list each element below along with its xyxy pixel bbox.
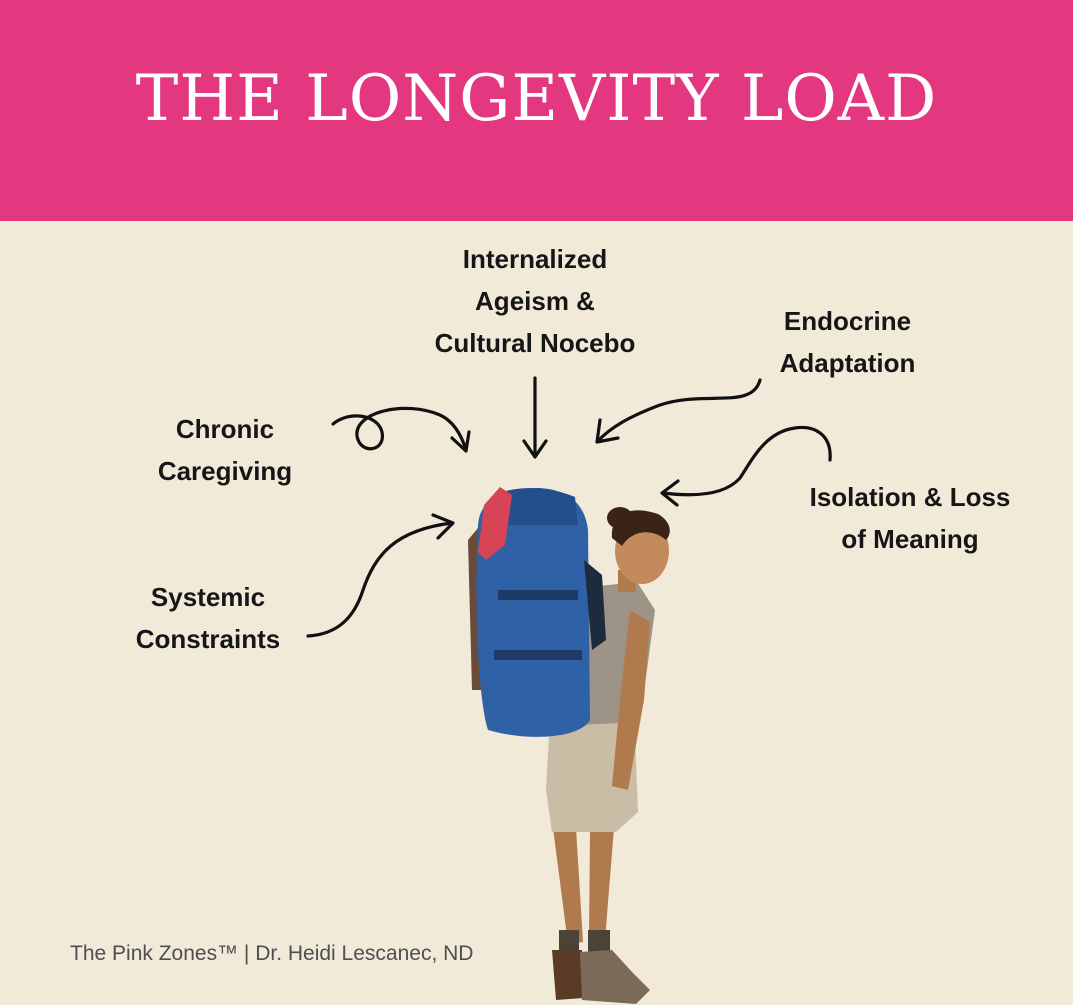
hiker-left-boot — [552, 950, 584, 1000]
hiker-hair-bun — [607, 507, 633, 529]
label-isolation-loss-of-meaning: Isolation & Loss of Meaning — [790, 476, 1030, 560]
arrowhead-endocrine — [595, 418, 620, 444]
label-chronic-caregiving: Chronic Caregiving — [135, 408, 315, 492]
label-systemic-constraints: Systemic Constraints — [118, 576, 298, 660]
label-line: Cultural Nocebo — [434, 328, 636, 358]
label-line: Caregiving — [157, 456, 293, 486]
label-internalized-ageism: Internalized Ageism & Cultural Nocebo — [405, 238, 665, 364]
label-line: Ageism & — [475, 286, 595, 316]
label-line: Constraints — [135, 624, 281, 654]
arrowhead-ageism — [522, 439, 548, 459]
hiker-shorts — [546, 712, 638, 832]
arrow-isolation — [661, 425, 832, 497]
label-line: Endocrine — [783, 306, 912, 336]
backpack-shoulder-strap — [584, 560, 606, 650]
hiker-left-leg — [553, 828, 583, 944]
hiker-arm — [612, 610, 650, 790]
hiker-right-leg — [589, 828, 614, 940]
backpack-body — [476, 488, 590, 737]
arrowhead-caregiving — [450, 430, 471, 453]
backpack-strap — [494, 650, 582, 660]
arrow-systemic — [306, 521, 454, 638]
label-line: Systemic — [150, 582, 266, 612]
label-line: Internalized — [462, 244, 608, 274]
arrowhead-isolation — [660, 479, 680, 507]
title-banner — [0, 0, 1073, 221]
label-line: Isolation & Loss — [809, 482, 1011, 512]
arrowhead-systemic — [431, 513, 455, 540]
arrow-caregiving — [331, 406, 468, 452]
arrow-endocrine — [596, 378, 762, 443]
hiker-left-sock — [559, 930, 579, 956]
footer-credit: The Pink Zones™ | Dr. Heidi Lescanec, ND — [70, 942, 474, 965]
backpack-top-lid — [490, 488, 578, 525]
backpack-red-item — [478, 487, 512, 560]
hiker-right-sock — [588, 930, 610, 956]
label-line: Chronic — [175, 414, 275, 444]
label-line: Adaptation — [779, 348, 916, 378]
label-endocrine-adaptation: Endocrine Adaptation — [750, 300, 945, 384]
label-line: of Meaning — [841, 524, 979, 554]
hiker-figure — [468, 487, 670, 1004]
hiker-right-boot — [580, 950, 650, 1004]
backpack-strap — [498, 590, 578, 600]
page-title: THE LONGEVITY LOAD — [135, 62, 938, 136]
